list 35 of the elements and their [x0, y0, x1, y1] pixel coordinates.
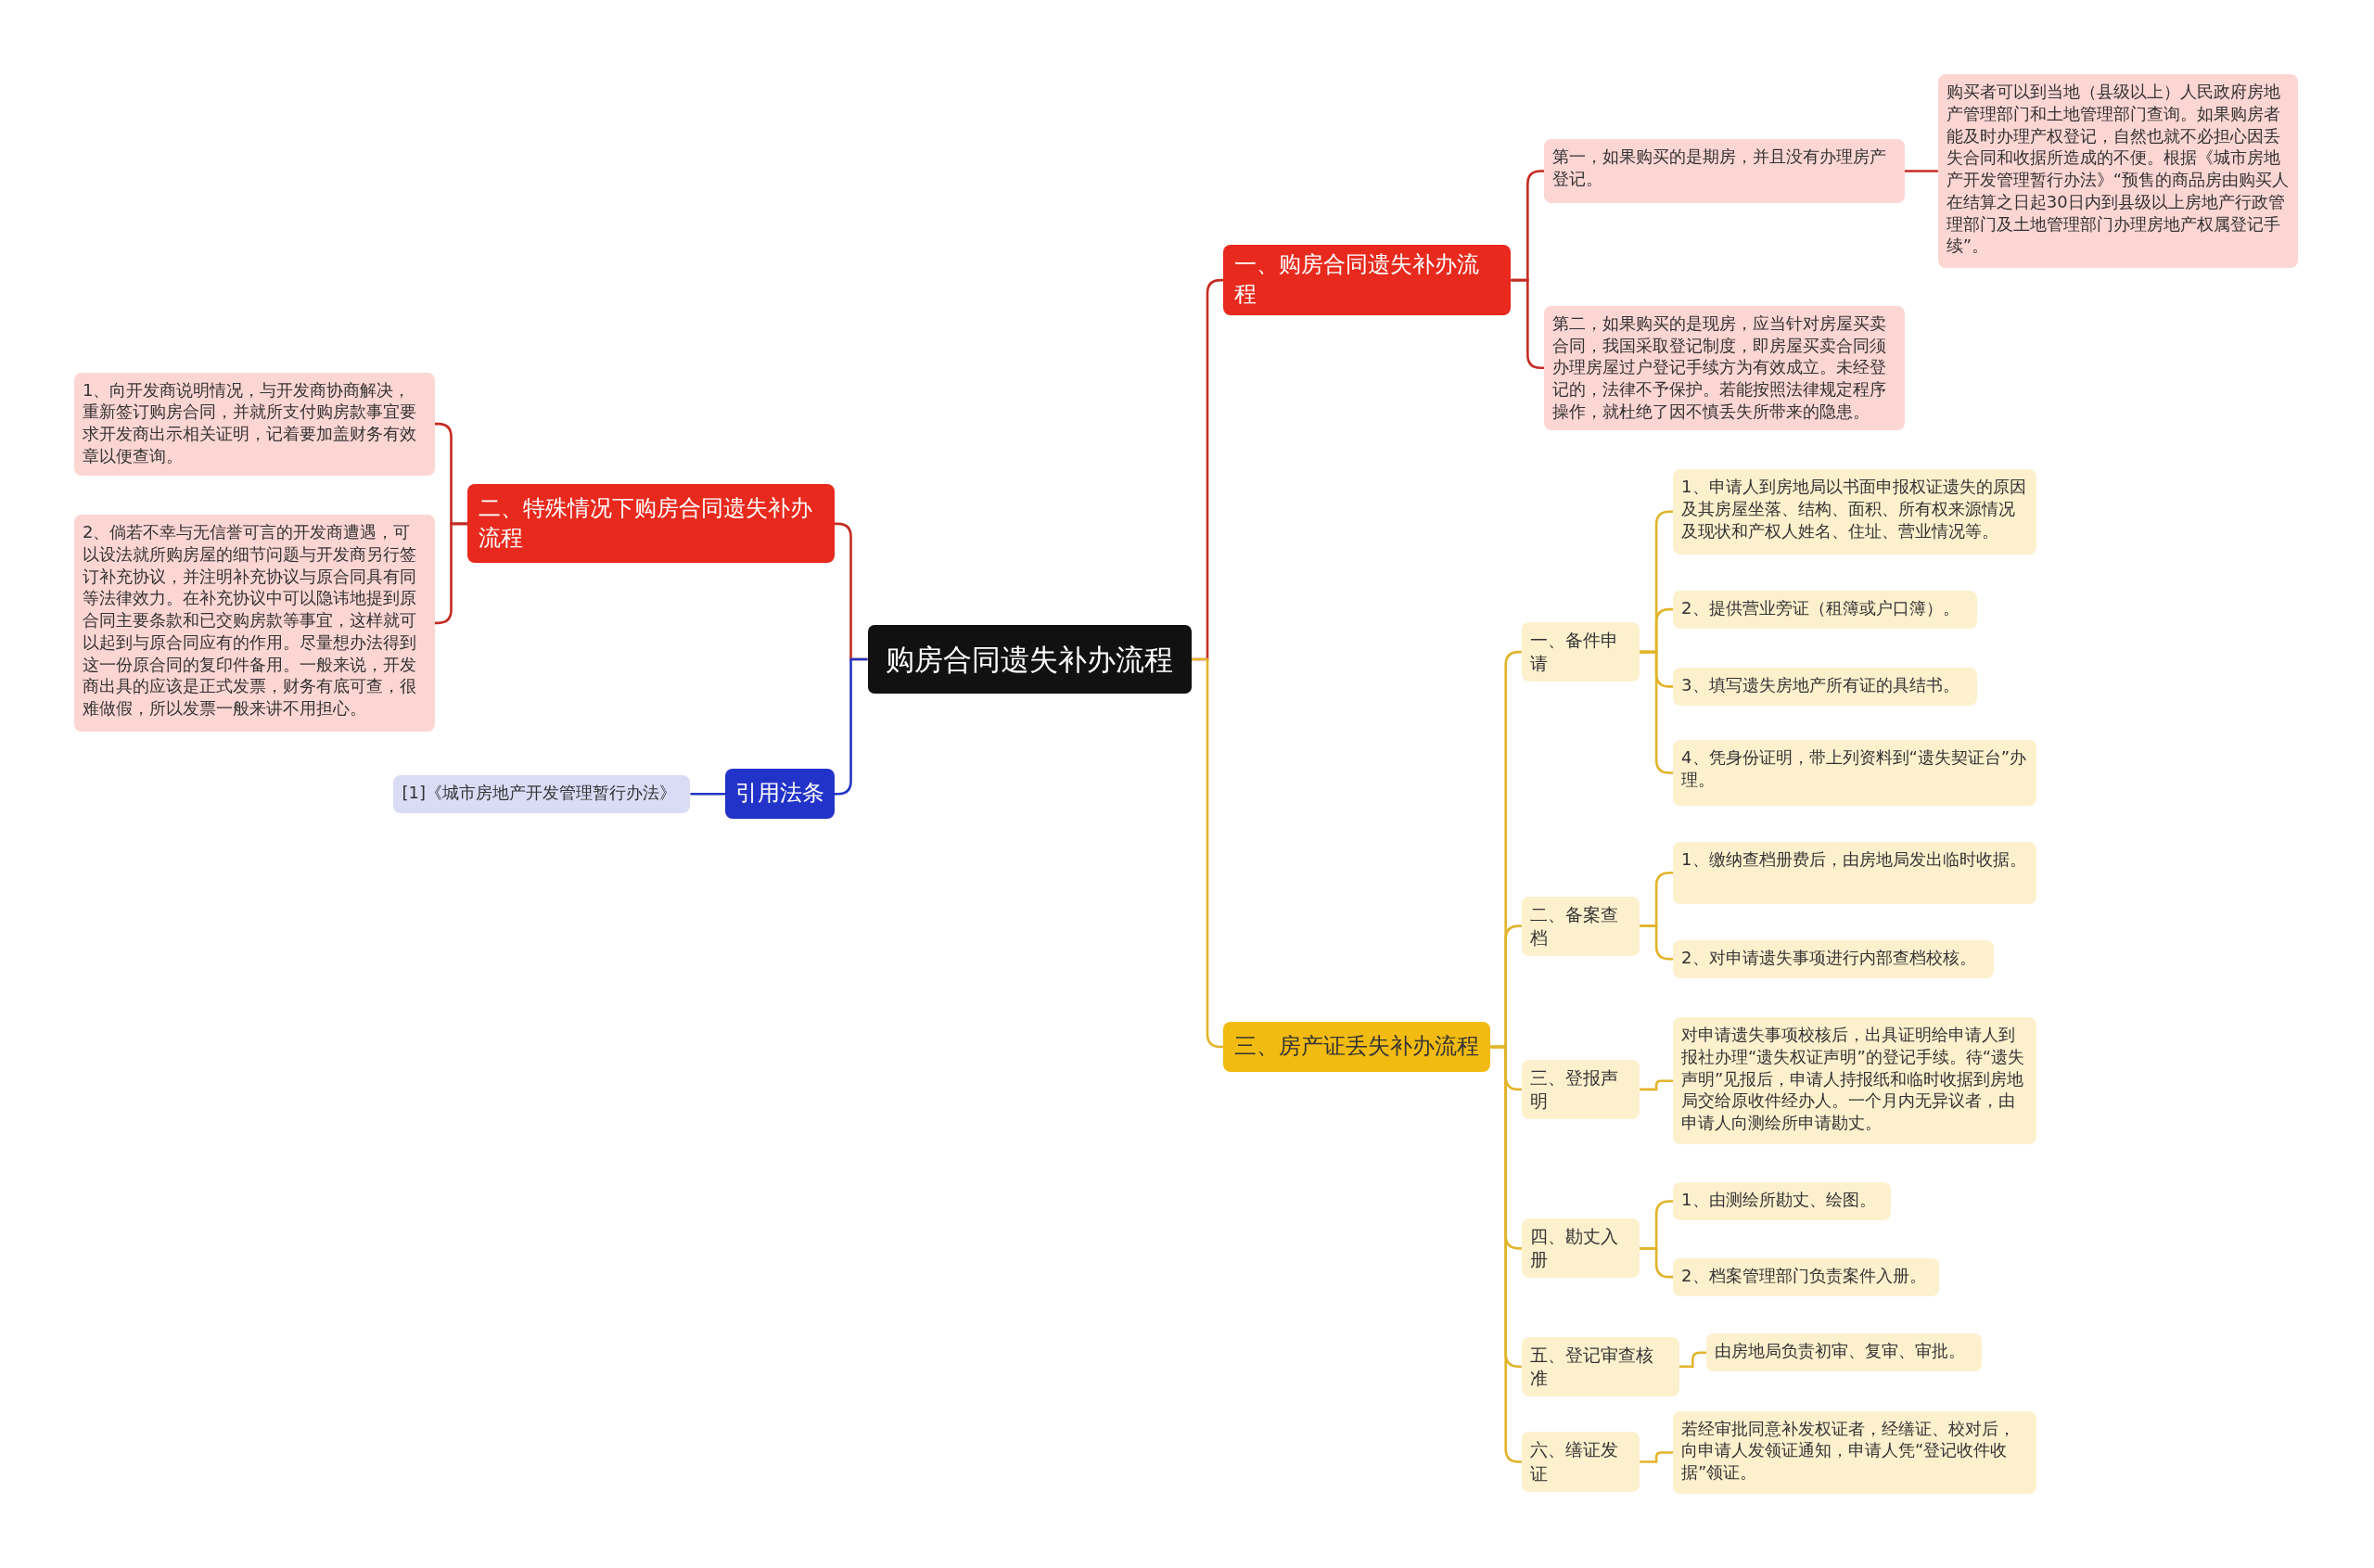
step-box: 一、备件申请 [1521, 622, 1640, 682]
connector-line [1640, 1247, 1674, 1279]
note-box: 对申请遗失事项校核后，出具证明给申请人到报社办理“遗失权证声明”的登记手续。待“遗失声明”见报后，申请人持报纸和临时收据到房地局交给原收件经办人。一个月内无异议者，由申请人向测绘所申请勘丈。 [1673, 1017, 2036, 1145]
connector-line [1640, 924, 1674, 961]
note-box: 1、缴纳查档册费后，由房地局发出临时收据。 [1673, 841, 2036, 904]
branch-topic: 二、特殊情况下购房合同遗失补办流程 [467, 484, 835, 564]
step-box: 三、登报声明 [1521, 1059, 1640, 1119]
note-box: 2、档案管理部门负责案件入册。 [1673, 1257, 1940, 1296]
connector-line [1904, 170, 1938, 172]
note-box: 若经审批同意补发权证者，经缮证、校对后，向申请人发领证通知，申请人凭“登记收件收据”领证。 [1673, 1410, 2036, 1495]
root-topic: 购房合同遗失补办流程 [867, 625, 1192, 694]
connector-line [1678, 1351, 1706, 1368]
connector-line [690, 793, 726, 796]
topic-box: 引用法条 [725, 769, 835, 820]
note-box: 由房地局负责初审、复审、审批。 [1706, 1333, 1983, 1372]
step-box: 二、备案查档 [1521, 896, 1640, 956]
note-box: 3、填写遗失房地产所有证的具结书。 [1673, 668, 1978, 706]
note-box: 4、凭身份证明，带上列资料到“遗失契证台”办理。 [1673, 740, 2036, 806]
note-box: 第一，如果购买的是期房，并且没有办理房产登记。 [1544, 139, 1905, 203]
note-box: 2、倘若不幸与无信誉可言的开发商遭遇，可以设法就所购房屋的细节问题与开发商另行签订补充协议，并注明补充协议与原合同具有同等法律效力。在补充协议中可以隐讳地提到原合同主要条款和已交购房款等事宜，这样就可以起到与原合同应有的作用。尽量想办法得到这一份原合同的复印件备用。一般来说，开发商出具的应该是正式发票，财务有底可查，很难做假，所以发票一般来讲不用担心。 [74, 515, 435, 732]
connector-line [1640, 1079, 1674, 1091]
step-box: 四、勘丈入册 [1521, 1218, 1640, 1279]
branch-topic: 三、房产证丢失补办流程 [1223, 1022, 1490, 1072]
note-box: 1、申请人到房地局以书面申报权证遗失的原因及其房屋坐落、结构、面积、所有权来源情况及现状和产权人姓名、住址、营业情况等。 [1673, 469, 2036, 555]
note-box: 1、向开发商说明情况，与开发商协商解决，重新签订购房合同，并就所支付购房款事宜要求开发商出示相关证明，记着要加盖财务有效章以便查询。 [74, 372, 435, 476]
note-box: 1、由测绘所勘丈、绘图。 [1673, 1182, 1892, 1220]
reference-box: [1]《城市房地产开发管理暂行办法》 [393, 774, 691, 813]
note-box: 购买者可以到当地（县级以上）人民政府房地产管理部门和土地管理部门查询。如果购房者能及时办理产权登记，自然也就不必担心因丢失合同和收据所造成的不便。根据《城市房地产开发管理暂行办法》“预售的商品房由购买人在结算之日起30日内到县级以上房地产行政管理部门及土地管理部门办理房地产权属登记手续”。 [1937, 74, 2299, 268]
note-box: 2、提供营业旁证（租簿或户口簿）。 [1673, 590, 1978, 629]
connector-line [1640, 1451, 1674, 1463]
branch-topic: 一、购房合同遗失补办流程 [1223, 245, 1512, 315]
note-box: 2、对申请遗失事项进行内部查档校核。 [1673, 939, 1995, 978]
step-box: 五、登记审查核准 [1521, 1336, 1679, 1396]
step-box: 六、缮证发证 [1521, 1432, 1640, 1492]
note-box: 第二，如果购买的是现房，应当针对房屋买卖合同，我国采取登记制度，即房屋买卖合同须办理房屋过户登记手续方为有效成立。未经登记的，法律不予保护。若能按照法律规定程序操作，就杜绝了因不慎丢失所带来的隐患。 [1544, 305, 1905, 430]
